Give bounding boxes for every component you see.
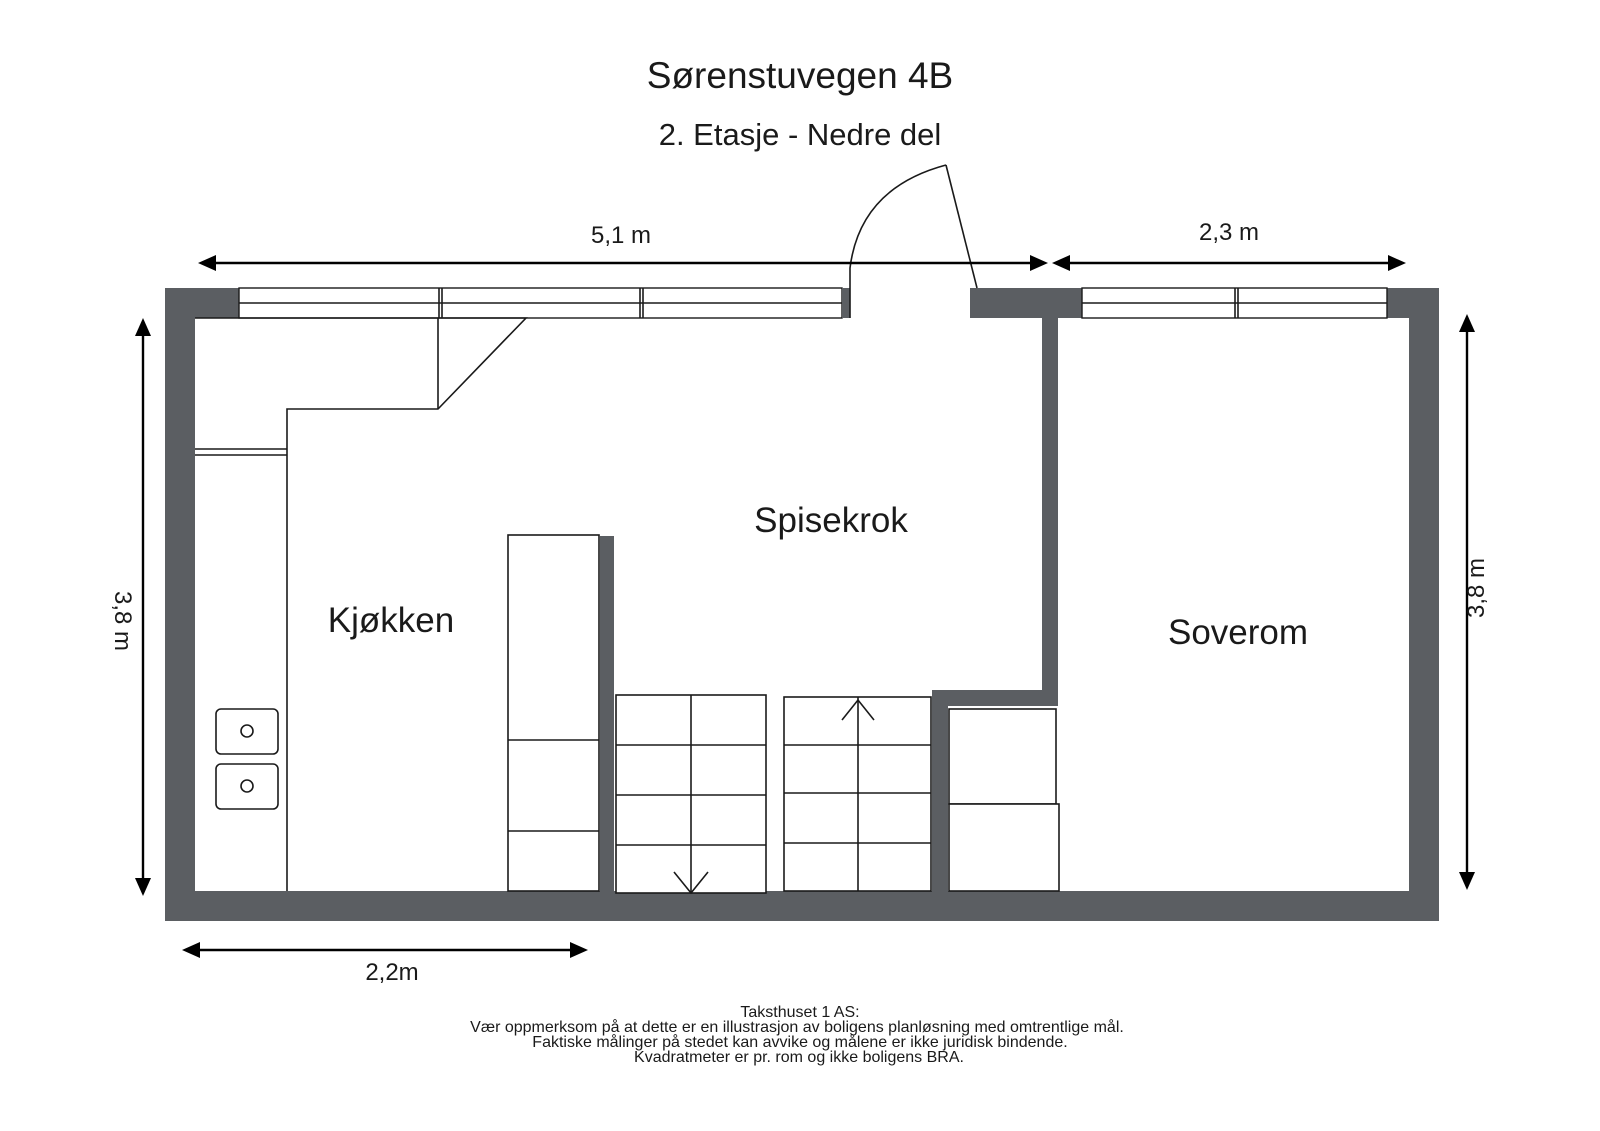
room-label-bedroom: Soverom xyxy=(1168,613,1308,652)
windows-top-left xyxy=(238,287,843,319)
disclaimer-line-4: Kvadratmeter er pr. rom og ikke boligens… xyxy=(634,1049,964,1066)
disclaimer-line-1: Taksthuset 1 AS: xyxy=(740,1004,859,1021)
room-label-dining: Spisekrok xyxy=(754,501,908,540)
storage-cabinet xyxy=(948,708,1060,892)
plan-subtitle: 2. Etasje - Nedre del xyxy=(659,117,942,152)
room-label-kitchen: Kjøkken xyxy=(328,601,454,640)
dimension-right: 3,8 m xyxy=(1459,314,1490,890)
disclaimer: Taksthuset 1 AS: Vær oppmerksom på at de… xyxy=(470,1004,1124,1066)
door-jamb-right xyxy=(970,288,980,318)
outer-walls xyxy=(165,288,1439,921)
dimension-label-left: 3,8 m xyxy=(109,591,136,651)
dimension-top-right: 2,3 m xyxy=(1052,219,1406,271)
dimension-label-top-left: 5,1 m xyxy=(591,222,651,249)
dimension-label-top-right: 2,3 m xyxy=(1199,219,1259,246)
plan-title: Sørenstuvegen 4B xyxy=(647,55,953,96)
dimension-label-right: 3,8 m xyxy=(1463,558,1490,618)
dimension-label-bottom: 2,2m xyxy=(365,959,418,986)
disclaimer-line-3: Faktiske målinger på stedet kan avvike o… xyxy=(532,1033,1067,1051)
door-jamb-left xyxy=(842,288,850,318)
kitchen-sink xyxy=(215,708,279,810)
stair-up xyxy=(783,696,932,892)
tall-cabinet xyxy=(507,534,600,892)
dimension-top-left: 5,1 m xyxy=(198,222,1048,271)
disclaimer-line-2: Vær oppmerksom på at dette er en illustr… xyxy=(470,1018,1124,1036)
interior-walls xyxy=(600,318,1058,891)
entrance-door xyxy=(849,164,978,318)
windows-top-right xyxy=(1081,287,1388,319)
dimension-left: 3,8 m xyxy=(109,318,151,896)
stair-down xyxy=(615,694,767,895)
kitchen-counter xyxy=(195,317,528,891)
dimension-bottom: 2,2m xyxy=(182,942,588,986)
